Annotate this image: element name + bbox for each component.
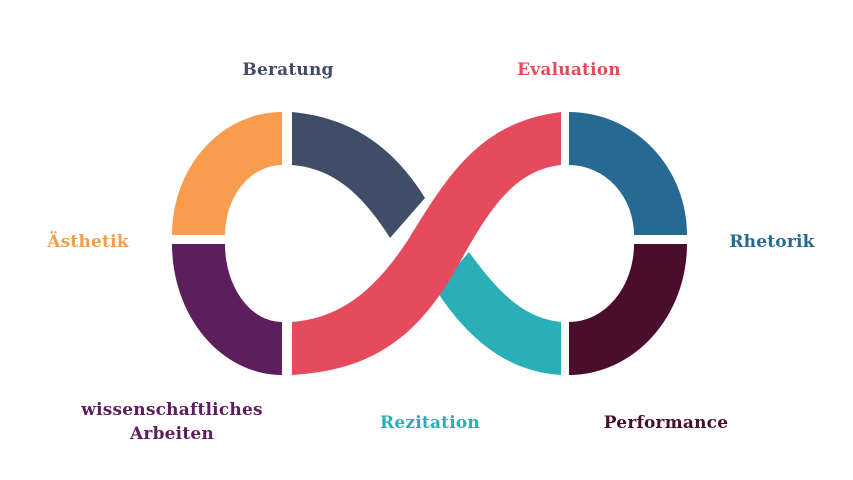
label-performance: Performance [603,413,729,433]
label-arbeiten-line1: wissenschaftliches [81,400,263,420]
segment-aesthetik [172,112,282,235]
label-beratung: Beratung [242,60,334,80]
label-rezitation: Rezitation [380,413,480,433]
segment-beratung [292,112,425,238]
label-evaluation: Evaluation [517,60,621,80]
label-rhetorik: Rhetorik [729,232,815,252]
label-arbeiten-line2: Arbeiten [130,424,214,444]
segment-rezitation [436,252,561,375]
segment-rhetorik [569,112,687,235]
segment-wissenschaftliches-arbeiten [172,244,282,375]
segment-performance [569,244,687,375]
label-wissenschaftliches-arbeiten: wissenschaftliches Arbeiten [81,398,263,446]
label-aesthetik: Ästhetik [47,232,129,252]
segment-evaluation [292,112,561,375]
